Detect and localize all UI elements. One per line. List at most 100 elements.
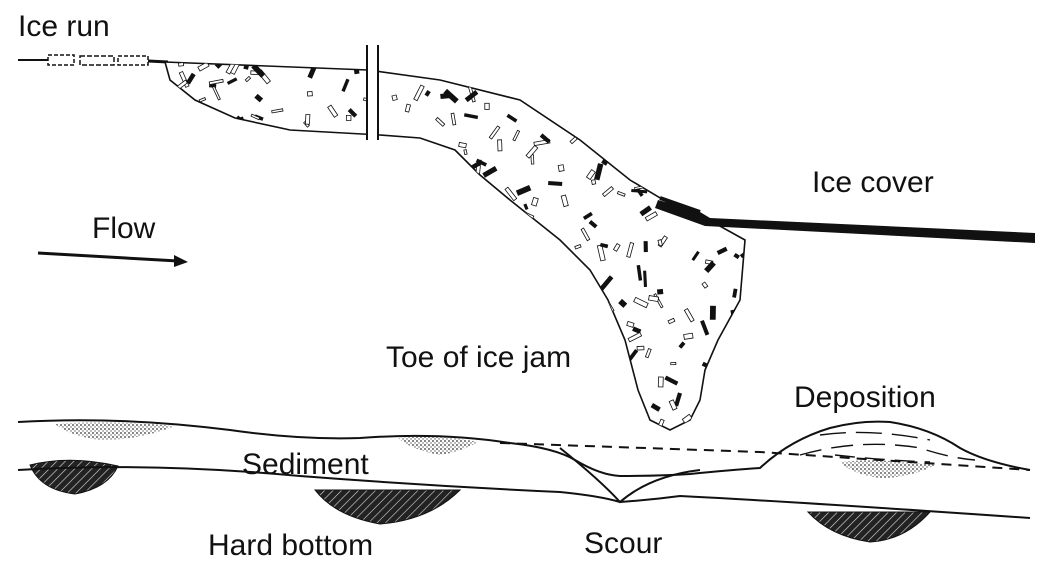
ice-fragment bbox=[418, 201, 424, 212]
ice-fragment bbox=[222, 243, 230, 255]
ice-fragment bbox=[726, 368, 732, 374]
ice-fragment bbox=[334, 136, 340, 142]
ice-fragment bbox=[254, 230, 267, 234]
ice-fragment bbox=[397, 310, 411, 319]
ice-fragment bbox=[261, 402, 275, 410]
ice-fragment bbox=[268, 303, 274, 310]
ice-fragment bbox=[249, 132, 254, 138]
ice-fragment bbox=[637, 346, 644, 350]
label-hard-bottom: Hard bottom bbox=[208, 529, 373, 560]
ice-fragment bbox=[628, 392, 630, 397]
ice-fragment bbox=[162, 286, 169, 297]
ice-fragment bbox=[484, 184, 490, 191]
ice-fragment bbox=[205, 351, 220, 362]
ice-jam-body bbox=[152, 55, 769, 448]
ice-fragment bbox=[485, 103, 489, 109]
ice-fragment bbox=[624, 404, 633, 416]
ice-fragment bbox=[633, 105, 640, 112]
ice-fragment bbox=[740, 92, 748, 97]
ice-fragment bbox=[723, 366, 737, 373]
ice-fragment bbox=[233, 388, 247, 395]
ice-fragment bbox=[459, 142, 467, 147]
ice-fragment bbox=[406, 301, 413, 311]
ice-fragment bbox=[668, 159, 676, 165]
ice-fragment bbox=[437, 330, 448, 341]
ice-fragment bbox=[294, 273, 304, 283]
ice-fragment bbox=[194, 262, 205, 274]
ice-fragment bbox=[177, 136, 187, 147]
label-ice-run: Ice run bbox=[18, 10, 110, 43]
ice-fragment bbox=[295, 193, 301, 205]
ice-fragment bbox=[670, 97, 675, 113]
ice-fragment bbox=[541, 399, 550, 413]
ice-fragment bbox=[614, 60, 623, 74]
ice-fragment bbox=[221, 169, 227, 174]
ice-fragment bbox=[644, 130, 650, 136]
ice-fragment bbox=[456, 78, 464, 83]
ice-fragment bbox=[734, 153, 742, 169]
ice-fragment bbox=[178, 63, 183, 67]
ice-fragment bbox=[246, 55, 261, 66]
ice-fragment bbox=[487, 425, 501, 434]
ice-fragment bbox=[286, 219, 297, 226]
ice-fragment bbox=[166, 184, 172, 188]
ice-fragment bbox=[203, 410, 208, 417]
ice-fragment bbox=[253, 240, 259, 256]
ice-fragment bbox=[591, 180, 595, 185]
ice-fragment bbox=[415, 276, 421, 283]
ice-fragment bbox=[750, 138, 759, 144]
ice-fragment bbox=[264, 273, 275, 286]
ice-fragment bbox=[458, 275, 468, 282]
ice-fragment bbox=[404, 202, 415, 208]
ice-fragment bbox=[361, 304, 373, 311]
ice-fragment bbox=[755, 70, 769, 79]
label-deposition: Deposition bbox=[794, 381, 936, 414]
ice-fragment bbox=[331, 383, 345, 395]
ice-fragment bbox=[490, 241, 496, 244]
ice-fragment bbox=[517, 380, 532, 388]
ice-fragment bbox=[455, 297, 459, 302]
ice-fragment bbox=[258, 395, 265, 402]
ice-fragment bbox=[634, 77, 638, 81]
ice-fragment bbox=[262, 337, 274, 350]
ice-fragment bbox=[739, 383, 745, 389]
ice-fragment bbox=[595, 319, 609, 328]
ice-fragment bbox=[589, 390, 600, 394]
ice-fragment bbox=[307, 91, 312, 96]
ice-fragment bbox=[243, 123, 250, 127]
ice-fragment bbox=[205, 392, 214, 403]
ice-fragment bbox=[207, 399, 214, 402]
ice-fragment bbox=[203, 142, 209, 146]
ice-fragment bbox=[233, 275, 245, 281]
ice-fragment bbox=[739, 124, 745, 129]
ice-fragment bbox=[706, 75, 716, 85]
ice-fragment bbox=[718, 171, 730, 185]
ice-fragment bbox=[372, 422, 378, 431]
ice-fragment bbox=[532, 91, 535, 100]
label-sediment: Sediment bbox=[242, 448, 369, 481]
ice-fragment bbox=[608, 409, 614, 419]
ice-fragment bbox=[317, 190, 325, 194]
ice-fragment bbox=[468, 222, 479, 230]
ice-fragment bbox=[259, 254, 264, 257]
ice-fragment bbox=[280, 327, 283, 334]
ice-fragment bbox=[188, 234, 202, 240]
water-surface-line bbox=[18, 55, 168, 65]
ice-fragment bbox=[212, 228, 215, 237]
ice-fragment bbox=[463, 257, 470, 273]
ice-fragment bbox=[523, 408, 538, 420]
ice-fragment bbox=[365, 146, 377, 157]
ice-fragment bbox=[247, 312, 252, 321]
ice-fragment bbox=[454, 206, 463, 212]
ice-fragment bbox=[340, 326, 345, 337]
ice-fragment bbox=[276, 176, 284, 185]
ice-fragment bbox=[441, 169, 457, 178]
ice-fragment bbox=[657, 289, 663, 294]
ice-fragment bbox=[252, 222, 261, 231]
ice-fragment bbox=[305, 114, 310, 124]
ice-fragment bbox=[648, 76, 655, 83]
ice-fragment bbox=[259, 361, 267, 372]
ice-fragment bbox=[228, 167, 240, 178]
ice-fragment bbox=[171, 194, 182, 210]
